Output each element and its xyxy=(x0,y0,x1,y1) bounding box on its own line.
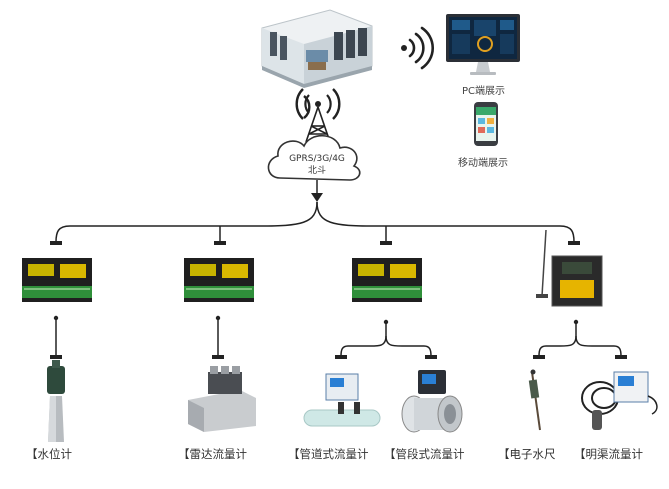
pc-monitor-icon xyxy=(446,14,520,75)
open-channel-flow-meter xyxy=(581,371,658,430)
pipe-flow-meter xyxy=(303,373,381,427)
rtu-device-4 xyxy=(536,229,603,307)
electronic-staff-gauge xyxy=(528,369,541,431)
network-line2: 北斗 xyxy=(307,166,326,176)
wireless-signal-icon xyxy=(401,26,435,70)
connector-dots xyxy=(53,315,579,325)
radar-flow-meter xyxy=(188,366,256,432)
rtu-device-1 xyxy=(22,258,92,302)
device-connectors xyxy=(55,318,622,357)
rtu-device-3 xyxy=(352,258,422,302)
bus-end-caps xyxy=(50,241,580,245)
label-channel-flow: 【明渠流量计 xyxy=(574,447,643,461)
label-segment-flow: 【管段式流量计 xyxy=(384,447,465,461)
segment-flow-meter xyxy=(401,370,463,433)
network-type-label: GPRS/3G/4G 北斗 xyxy=(277,153,357,177)
network-cloud xyxy=(267,134,361,181)
label-staff-gauge: 【电子水尺 xyxy=(498,447,556,461)
label-radar-flow: 【雷达流量计 xyxy=(178,447,247,461)
cloud-connector xyxy=(311,180,323,202)
rtu-device-2 xyxy=(184,258,254,302)
label-pipe-flow: 【管道式流量计 xyxy=(288,447,369,461)
monitoring-center-room xyxy=(261,9,373,88)
bus-lines xyxy=(55,201,575,243)
label-water-level: 【水位计 xyxy=(26,447,72,461)
radar-level-sensor xyxy=(47,360,65,442)
mobile-display-label: 移动端展示 xyxy=(458,158,508,169)
pc-display-label: PC端展示 xyxy=(462,86,506,97)
mobile-phone-icon xyxy=(474,102,498,146)
signal-tower-icon xyxy=(295,88,341,143)
connector-caps xyxy=(50,355,627,359)
network-line1: GPRS/3G/4G xyxy=(289,154,345,164)
